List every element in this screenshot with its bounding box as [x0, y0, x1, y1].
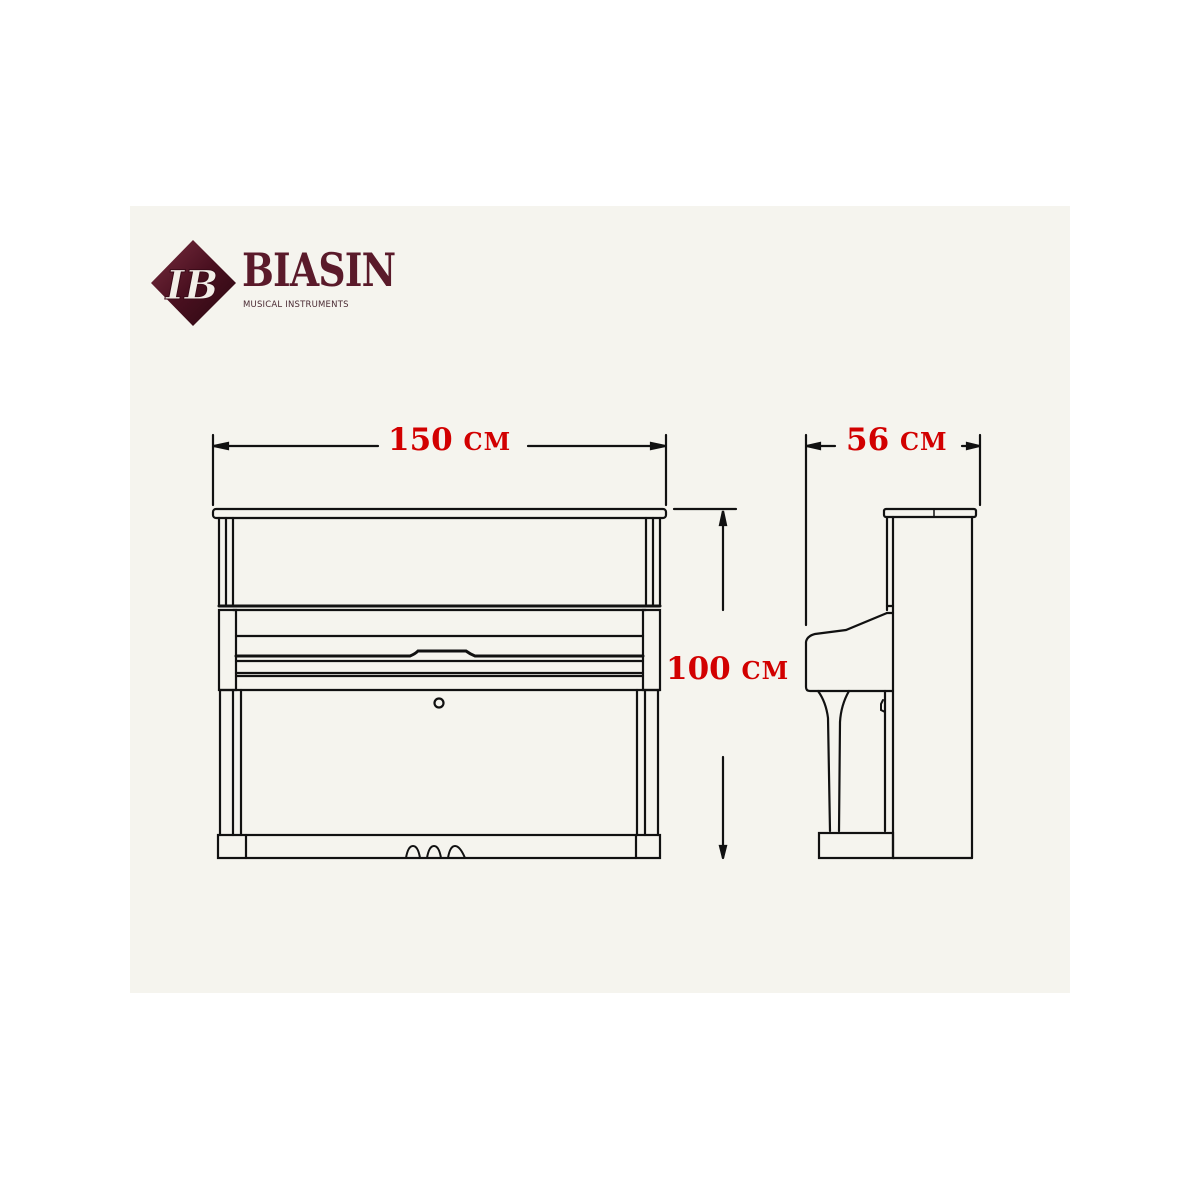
svg-text:IB: IB	[165, 262, 219, 309]
pedals-icon	[405, 844, 466, 859]
lock-icon	[433, 697, 445, 709]
brand-logo-icon: IB	[151, 240, 236, 326]
width-unit: CM	[463, 427, 512, 456]
depth-value: 56	[846, 422, 890, 458]
depth-label: 56 CM	[840, 425, 954, 456]
width-label: 150 CM	[382, 422, 518, 458]
height-unit: CM	[741, 656, 790, 685]
height-dimension-line	[672, 507, 738, 860]
piano-side-view	[804, 507, 978, 860]
width-dimension-line	[211, 433, 668, 507]
brand-subtitle: MUSICAL INSTRUMENTS	[243, 300, 349, 310]
height-label: 100 CM	[664, 651, 792, 687]
depth-unit: CM	[899, 427, 948, 456]
diagram-panel	[130, 206, 1070, 993]
height-value: 100	[666, 651, 731, 687]
depth-dimension-line	[804, 433, 982, 627]
width-value: 150	[388, 422, 453, 458]
brand-name: BIASIN	[242, 243, 396, 297]
piano-front-view	[211, 507, 668, 860]
